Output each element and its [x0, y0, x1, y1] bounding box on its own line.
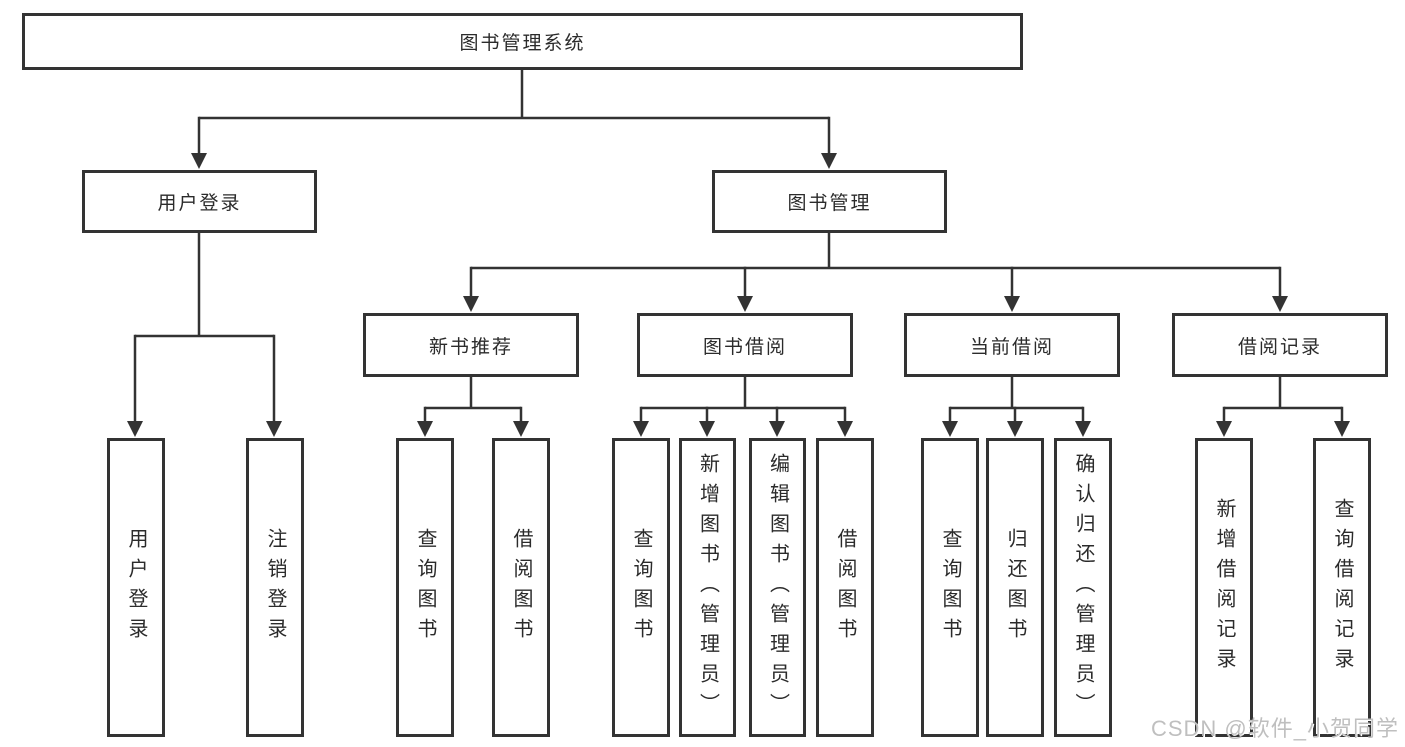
node-cb-confirm-return-label: 确认归还（管理员） — [1072, 452, 1094, 723]
arrowhead — [837, 421, 853, 437]
node-leaf-user-login[interactable]: 用户登录 — [107, 438, 165, 737]
node-current-borrow-label: 当前借阅 — [969, 336, 1054, 358]
node-book-borrow[interactable]: 图书借阅 — [637, 313, 853, 377]
arrowhead — [463, 296, 479, 312]
node-leaf-logout[interactable]: 注销登录 — [246, 438, 304, 737]
arrowhead — [127, 421, 143, 437]
node-cb-query-book[interactable]: 查询图书 — [921, 438, 979, 737]
arrowhead — [633, 421, 649, 437]
node-bb-edit-book-label: 编辑图书（管理员） — [766, 452, 789, 723]
node-br-query-record-label: 查询借阅记录 — [1331, 497, 1353, 678]
node-borrow-record[interactable]: 借阅记录 — [1172, 313, 1388, 377]
node-new-book-rec-label: 新书推荐 — [428, 336, 513, 358]
csdn-watermark: CSDN @软件_小贺同学 — [1150, 716, 1399, 741]
node-nb-query-book[interactable]: 查询图书 — [396, 438, 454, 737]
node-user-login-label: 用户登录 — [157, 193, 242, 214]
arrowhead — [737, 296, 753, 312]
node-book-borrow-label: 图书借阅 — [702, 336, 787, 358]
node-bb-add-book-label: 新增图书（管理员） — [696, 452, 719, 723]
node-cb-query-book-label: 查询图书 — [939, 527, 961, 648]
node-user-login[interactable]: 用户登录 — [82, 170, 317, 233]
node-nb-borrow-book[interactable]: 借阅图书 — [492, 438, 550, 737]
node-leaf-logout-label: 注销登录 — [264, 527, 286, 648]
node-book-mgmt-label: 图书管理 — [787, 193, 872, 214]
arrowhead — [266, 421, 282, 437]
node-current-borrow[interactable]: 当前借阅 — [904, 313, 1120, 377]
arrowhead — [1075, 421, 1091, 437]
node-nb-query-book-label: 查询图书 — [414, 527, 436, 648]
arrowhead — [1004, 296, 1020, 312]
node-borrow-record-label: 借阅记录 — [1237, 336, 1322, 358]
node-new-book-rec[interactable]: 新书推荐 — [363, 313, 579, 377]
node-leaf-user-login-label: 用户登录 — [125, 527, 147, 648]
node-br-query-record[interactable]: 查询借阅记录 — [1313, 438, 1371, 737]
node-bb-query-book[interactable]: 查询图书 — [612, 438, 670, 737]
arrowhead — [1334, 421, 1350, 437]
arrowhead — [1007, 421, 1023, 437]
node-br-add-record-label: 新增借阅记录 — [1213, 497, 1235, 678]
node-bb-edit-book[interactable]: 编辑图书（管理员） — [749, 438, 806, 737]
node-cb-confirm-return[interactable]: 确认归还（管理员） — [1054, 438, 1112, 737]
arrowhead — [1272, 296, 1288, 312]
node-root-label: 图书管理系统 — [459, 33, 586, 54]
node-cb-return-book[interactable]: 归还图书 — [986, 438, 1044, 737]
node-bb-borrow-book-label: 借阅图书 — [834, 527, 856, 648]
arrowhead — [942, 421, 958, 437]
arrowhead — [191, 153, 207, 169]
arrowhead — [513, 421, 529, 437]
node-book-mgmt[interactable]: 图书管理 — [712, 170, 947, 233]
arrowhead — [769, 421, 785, 437]
node-br-add-record[interactable]: 新增借阅记录 — [1195, 438, 1253, 737]
arrowhead — [699, 421, 715, 437]
node-cb-return-book-label: 归还图书 — [1004, 527, 1026, 648]
arrowhead — [417, 421, 433, 437]
node-bb-add-book[interactable]: 新增图书（管理员） — [679, 438, 736, 737]
arrowhead — [821, 153, 837, 169]
node-bb-query-book-label: 查询图书 — [630, 527, 652, 648]
node-root[interactable]: 图书管理系统 — [22, 13, 1023, 70]
node-bb-borrow-book[interactable]: 借阅图书 — [816, 438, 874, 737]
node-nb-borrow-book-label: 借阅图书 — [510, 527, 532, 648]
arrowhead — [1216, 421, 1232, 437]
